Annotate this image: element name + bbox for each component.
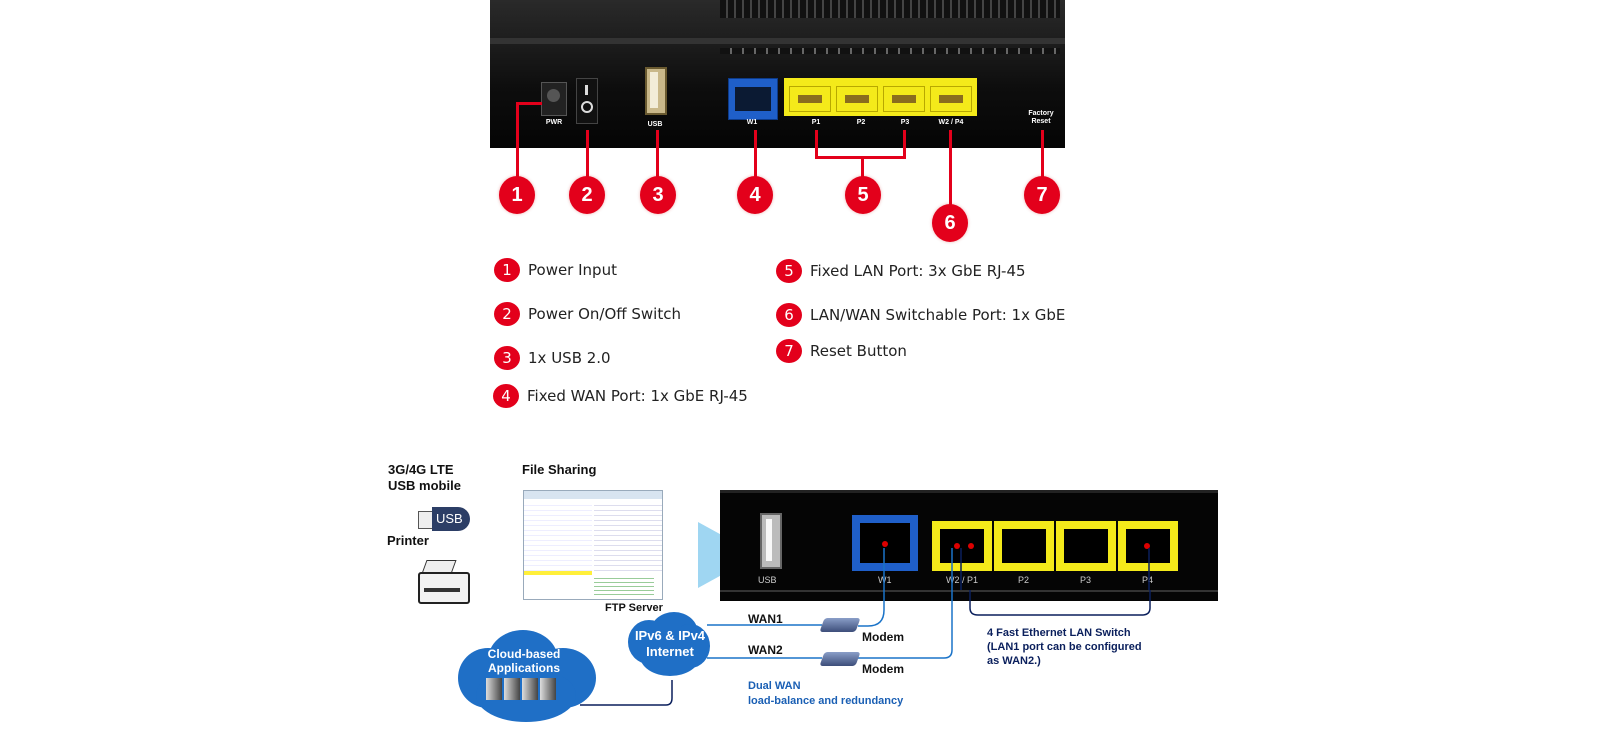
- usb-stick-icon: USB: [418, 507, 470, 531]
- line-w1-modem1: [858, 548, 885, 627]
- callout-line-5v: [861, 156, 864, 184]
- label-pwr: PWR: [545, 119, 563, 126]
- legend-text: Power On/Off Switch: [528, 305, 681, 323]
- ftp-client-screenshot: [523, 490, 663, 600]
- callout-7: 7: [1024, 176, 1060, 214]
- label-p3: P3: [900, 119, 910, 126]
- router-front-panel: USB W1 W2 / P1 P2 P3 P4: [720, 490, 1218, 601]
- label-usb: USB: [647, 121, 663, 128]
- legend-item-7: 7 Reset Button: [776, 339, 907, 363]
- label-usb-diagram: USB: [758, 575, 777, 585]
- callout-line-1h: [516, 102, 542, 105]
- label-w2p1-diagram: W2 / P1: [946, 575, 979, 585]
- line-w2-modem2: [858, 548, 953, 659]
- label-w2p4: W2 / P4: [938, 119, 964, 126]
- legend-item-2: 2 Power On/Off Switch: [494, 302, 681, 326]
- legend-text: Power Input: [528, 261, 617, 279]
- wan-port-w1: [728, 78, 778, 120]
- legend-text: Fixed WAN Port: 1x GbE RJ-45: [527, 387, 748, 405]
- callout-line-7: [1041, 130, 1044, 184]
- label-p1: P1: [811, 119, 821, 126]
- lan-port-p2: [836, 86, 878, 112]
- legend-badge: 7: [776, 339, 802, 363]
- lan-switch-line2: (LAN1 port can be configured: [987, 641, 1142, 653]
- printer-label: Printer: [387, 533, 429, 548]
- callout-line-3: [656, 130, 659, 184]
- dual-wan-line1: Dual WAN: [748, 680, 801, 692]
- callout-5: 5: [845, 176, 881, 214]
- callout-line-5b: [903, 130, 906, 158]
- legend-badge: 3: [494, 346, 520, 370]
- legend-item-3: 3 1x USB 2.0: [494, 346, 611, 370]
- usb-port: [645, 67, 667, 115]
- callout-6: 6: [932, 204, 968, 242]
- server-icons: [486, 678, 558, 700]
- lan-port-p3-diagram: [1056, 521, 1116, 571]
- legend-badge: 2: [494, 302, 520, 326]
- label-factory-reset: Factory Reset: [1028, 110, 1054, 125]
- modem2-label: Modem: [862, 662, 904, 676]
- legend-badge: 1: [494, 258, 520, 282]
- lan-switch-bracket: [969, 590, 1151, 616]
- callout-line-1: [516, 104, 519, 184]
- lan-port-p2-diagram: [994, 521, 1054, 571]
- wan-port-w1-diagram: [852, 515, 918, 571]
- wan1-label: WAN1: [748, 612, 783, 626]
- label-p2-diagram: P2: [1018, 575, 1030, 585]
- legend-badge: 4: [493, 384, 519, 408]
- file-sharing-label: File Sharing: [522, 462, 597, 477]
- line-cloud-internet: [580, 680, 673, 706]
- callout-line-6: [949, 130, 952, 210]
- ftp-server-label: FTP Server: [605, 602, 663, 614]
- lan-switch-line3: as WAN2.): [987, 655, 1041, 667]
- vent-grille: [720, 0, 1060, 18]
- legend-text: 1x USB 2.0: [528, 349, 611, 367]
- modem-icon-1: [819, 618, 861, 632]
- lan-switch-line1: 4 Fast Ethernet LAN Switch: [987, 627, 1131, 639]
- panel-ridge: [490, 38, 1065, 44]
- callout-line-5a: [815, 130, 818, 158]
- internet-cloud-text: IPv6 & IPv4 Internet: [634, 628, 706, 659]
- lan-port-p1: [789, 86, 831, 112]
- callout-4: 4: [737, 176, 773, 214]
- legend-item-1: 1 Power Input: [494, 258, 617, 282]
- legend-item-5: 5 Fixed LAN Port: 3x GbE RJ-45: [776, 259, 1026, 283]
- label-p2: P2: [856, 119, 866, 126]
- printer-icon: [418, 560, 470, 604]
- usb-port-diagram: [760, 513, 782, 569]
- legend-badge: 5: [776, 259, 802, 283]
- modem-icon-2: [819, 652, 861, 666]
- usb-mobile-label: 3G/4G LTE USB mobile: [388, 462, 461, 493]
- callout-line-2: [586, 130, 589, 184]
- callout-line-4: [754, 130, 757, 184]
- power-socket: [541, 82, 567, 116]
- dual-wan-line2: load-balance and redundancy: [748, 695, 904, 707]
- label-w1: W1: [746, 119, 758, 126]
- label-p4-diagram: P4: [1142, 575, 1154, 585]
- router-rear-panel: PWR USB W1 P1 P2 P3 W2 / P4 Factory Rese…: [490, 0, 1065, 148]
- usb-stick-text: USB: [436, 511, 463, 526]
- wan2-label: WAN2: [748, 643, 783, 657]
- legend-item-4: 4 Fixed WAN Port: 1x GbE RJ-45: [493, 384, 748, 408]
- lan-port-p3: [883, 86, 925, 112]
- power-switch[interactable]: [576, 78, 598, 124]
- lan-port-w2p1-diagram: [932, 521, 992, 571]
- lan-port-p4-diagram: [1118, 521, 1178, 571]
- callout-3: 3: [640, 176, 676, 214]
- lan-port-w2p4: [930, 86, 972, 112]
- legend-item-6: 6 LAN/WAN Switchable Port: 1x GbE: [776, 303, 1065, 327]
- callout-line-5h: [815, 156, 906, 159]
- legend-badge: 6: [776, 303, 802, 327]
- callout-2: 2: [569, 176, 605, 214]
- modem1-label: Modem: [862, 630, 904, 644]
- legend-text: Reset Button: [810, 342, 907, 360]
- label-p3-diagram: P3: [1080, 575, 1092, 585]
- legend-text: Fixed LAN Port: 3x GbE RJ-45: [810, 262, 1026, 280]
- legend-text: LAN/WAN Switchable Port: 1x GbE: [810, 306, 1066, 324]
- cloud-apps-text: Cloud-based Applications: [487, 647, 561, 675]
- vent-grille-lower: [720, 48, 1060, 54]
- callout-1: 1: [499, 176, 535, 214]
